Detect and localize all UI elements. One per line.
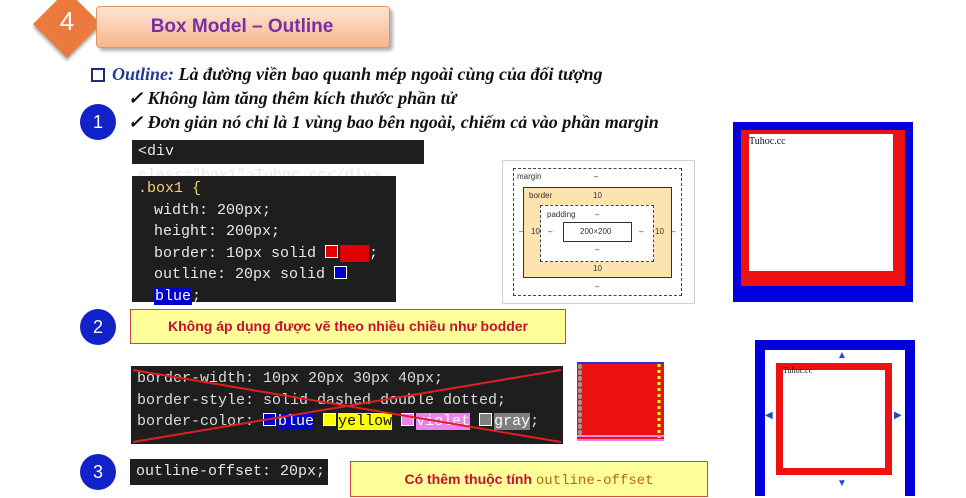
callout3-code: outline-offset [535,473,654,489]
callout-outline-offset: Có thêm thuộc tính outline-offset [350,461,708,497]
slide-number: 4 [59,6,75,36]
padding-left-value: – [548,227,553,236]
yellow-swatch-icon [323,413,337,426]
offset-preview-content [783,370,885,468]
cross-out-icon [132,369,562,443]
content-size: 200×200 [580,227,612,236]
padding-right-value: – [639,227,644,236]
margin-bottom-value: – [595,282,600,291]
gray-swatch-icon [479,413,493,426]
margin-right-value: – [671,227,676,236]
css-outline: outline: 20px solid blue; [138,264,390,307]
callout-no-multi-side: Không áp dụng được vẽ theo nhiều chiều n… [130,309,566,344]
mixed-border-sample [577,362,664,440]
arrow-up-icon: ▲ [837,350,847,361]
border-color-line: border-color: blue yellow violet gray; [137,411,557,433]
padding-label: padding [547,210,576,219]
arrow-down-icon: ▼ [837,478,847,489]
color-gray: gray [494,413,531,430]
box-model-padding [540,205,654,262]
mixed-border-decoration [577,362,664,441]
css-border-color: red [340,244,370,262]
outline-definition: Outline: Là đường viền bao quanh mép ngo… [112,64,602,85]
red-swatch-icon [325,244,339,258]
slide-title: Box Model – Outline [150,16,334,37]
border-color-semicolon: ; [530,413,540,430]
css-code-block: .box1 { width: 200px; height: 200px; bor… [132,176,396,326]
offset-preview-text: Tuhoc.cc [783,366,813,375]
css-border: border: 10px solid red; [154,244,379,262]
css-width: width: 200px; [154,201,272,219]
css-border-prefix: border: 10px solid [154,244,326,262]
css-outline-color: blue [154,287,193,305]
padding-bottom-value: – [595,245,600,254]
border-bottom-value: 10 [593,264,602,273]
arrow-right-icon: ▶ [894,410,902,421]
margin-left-value: – [519,227,524,236]
border-top-value: 10 [593,191,602,200]
css-height: height: 200px; [154,223,281,240]
color-blue: blue [278,413,315,430]
margin-label: margin [517,172,542,181]
html-code-block: <div class="box1">Tuhoc.cc</div> [132,140,424,184]
border-left-value: 10 [531,227,540,236]
color-yellow: yellow [338,413,393,430]
title-banner [96,6,390,48]
blue-swatch-icon [334,266,348,279]
arrow-left-icon: ◀ [765,410,773,421]
step-1-badge: 1 [80,104,116,140]
callout3-text: Có thêm thuộc tính [404,471,536,487]
outline-term: Outline: [112,64,175,84]
outline-preview-content [749,134,893,271]
margin-top-value: – [594,172,599,181]
css-selector: .box1 { [138,180,202,197]
check-item-1: ✓ Không làm tăng thêm kích thước phần tử [128,88,457,108]
padding-top-value: – [595,210,600,219]
css-outline-prefix: outline: 20px solid [154,266,335,283]
outline-preview-text: Tuhoc.cc [749,136,786,147]
outline-offset-code: outline-offset: 20px; [130,459,328,485]
border-label: border [529,191,553,200]
step-3-badge: 3 [80,454,116,490]
box-model-content [563,222,632,242]
step-2-badge: 2 [80,309,116,345]
check-item-2: ✓ Đơn giản nó chỉ là 1 vùng bao bên ngoà… [128,112,659,132]
border-right-value: 10 [655,227,664,236]
square-bullet-icon [91,68,105,82]
box-model-margin [513,168,682,296]
outline-definition-text: Là đường viền bao quanh mép ngoài cùng c… [174,64,603,84]
